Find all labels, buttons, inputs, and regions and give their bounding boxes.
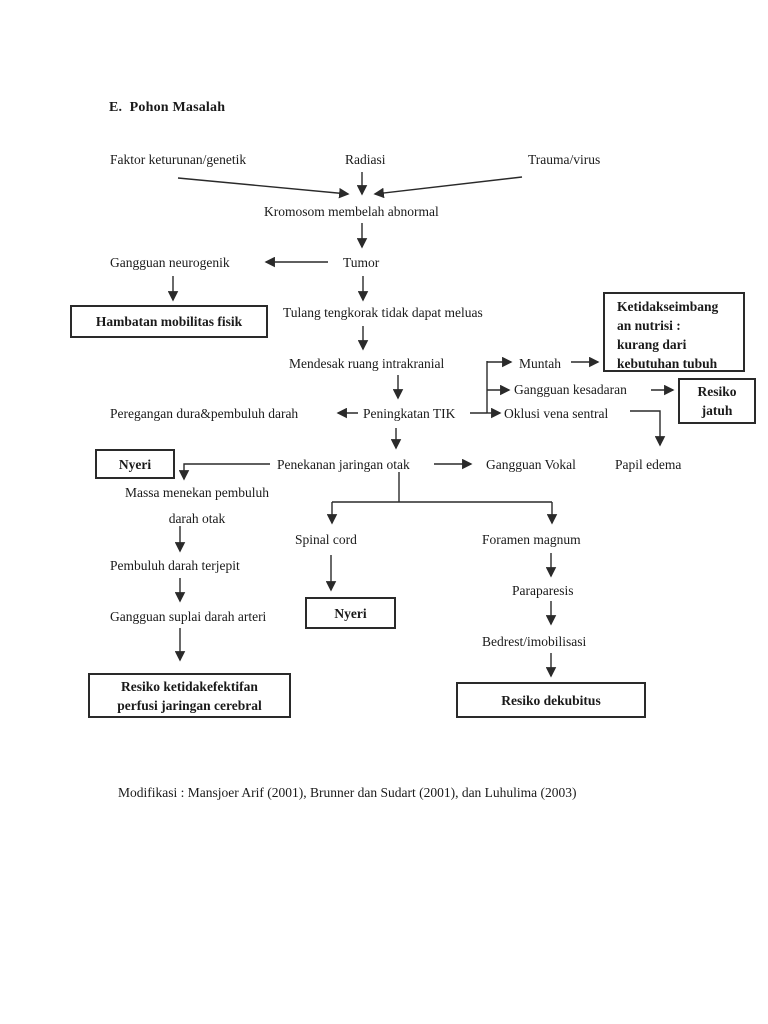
- node-papil-edema: Papil edema: [615, 457, 682, 472]
- node-paraparesis: Paraparesis: [512, 583, 574, 598]
- box-resiko-dekubitus: Resiko dekubitus: [456, 682, 646, 718]
- node-gangguan-neurogenik: Gangguan neurogenik: [110, 255, 230, 270]
- node-radiasi: Radiasi: [345, 152, 386, 167]
- box-hambatan-mobilitas: Hambatan mobilitas fisik: [70, 305, 268, 338]
- node-faktor-keturunan: Faktor keturunan/genetik: [110, 152, 247, 167]
- modification-note: Modifikasi : Mansjoer Arif (2001), Brunn…: [118, 785, 577, 800]
- node-penekanan-jaringan: Penekanan jaringan otak: [277, 457, 410, 472]
- box-ketidakseimbangan-nutrisi: Ketidakseimbang an nutrisi : kurang dari…: [603, 292, 745, 372]
- node-muntah: Muntah: [519, 356, 561, 371]
- box-nyeri-bawah: Nyeri: [305, 597, 396, 629]
- node-tulang-tengkorak: Tulang tengkorak tidak dapat meluas: [283, 305, 483, 320]
- node-peningkatan-tik: Peningkatan TIK: [363, 406, 456, 421]
- section-heading: E. Pohon Masalah: [109, 100, 226, 115]
- node-trauma-virus: Trauma/virus: [528, 152, 601, 167]
- node-peregangan-dura: Peregangan dura&pembuluh darah: [110, 406, 299, 421]
- node-massa-menekan: Massa menekan pembuluh darah otak: [125, 485, 269, 526]
- node-gangguan-vokal: Gangguan Vokal: [486, 457, 576, 472]
- box-resiko-jatuh: Resiko jatuh: [678, 378, 756, 424]
- node-gangguan-suplai: Gangguan suplai darah arteri: [110, 609, 267, 624]
- node-spinal-cord: Spinal cord: [295, 532, 357, 547]
- box-resiko-perfusi: Resiko ketidakefektifan perfusi jaringan…: [88, 673, 291, 718]
- node-foramen-magnum: Foramen magnum: [482, 532, 581, 547]
- node-pembuluh-terjepit: Pembuluh darah terjepit: [110, 558, 240, 573]
- node-bedrest: Bedrest/imobilisasi: [482, 634, 587, 649]
- box-nyeri-atas: Nyeri: [95, 449, 175, 479]
- node-mendesak-ruang: Mendesak ruang intrakranial: [289, 356, 445, 371]
- node-gangguan-kesadaran: Gangguan kesadaran: [514, 382, 627, 397]
- node-kromosom: Kromosom membelah abnormal: [264, 204, 439, 219]
- node-tumor: Tumor: [343, 255, 380, 270]
- node-oklusi-vena: Oklusi vena sentral: [504, 406, 609, 421]
